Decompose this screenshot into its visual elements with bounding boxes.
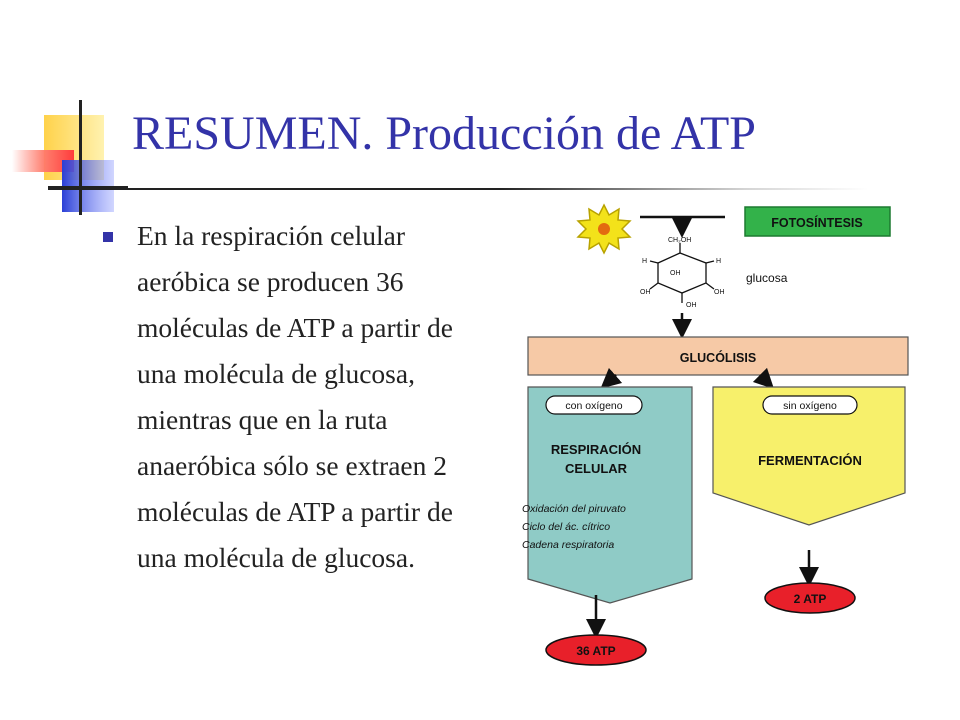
page-title: RESUMEN. Producción de ATP bbox=[132, 107, 756, 160]
arrow-to-anaerobic bbox=[752, 367, 775, 390]
atp-2-label: 2 ATP bbox=[794, 592, 827, 606]
glycolysis-label: GLUCÓLISIS bbox=[680, 350, 756, 365]
decorative-corner-blocks bbox=[12, 100, 128, 215]
bullet-text: En la respiración celular aeróbica se pr… bbox=[137, 220, 453, 573]
glucose-label: glucosa bbox=[746, 271, 788, 285]
arrow-to-aerobic bbox=[600, 367, 623, 389]
glucose-molecule bbox=[649, 243, 715, 303]
sin-oxigeno-pill bbox=[762, 395, 858, 415]
photosynthesis-label: FOTOSÍNTESIS bbox=[771, 215, 862, 230]
title-underline bbox=[48, 188, 868, 190]
sun-icon bbox=[576, 203, 632, 255]
ring-oh-mid: OH bbox=[670, 270, 681, 277]
bullet-marker bbox=[103, 232, 113, 242]
aerobic-step: Ciclo del ác. cítrico bbox=[522, 521, 610, 533]
respiracion-title-line2: CELULAR bbox=[565, 461, 628, 476]
sin-oxigeno-label: sin oxígeno bbox=[783, 400, 837, 412]
aerobic-box bbox=[527, 386, 693, 604]
con-oxigeno-label: con oxígeno bbox=[565, 400, 622, 412]
atp-2-oval bbox=[764, 582, 856, 614]
fermentacion-title: FERMENTACIÓN bbox=[758, 453, 862, 468]
ring-oh-right: OH bbox=[714, 289, 725, 296]
aerobic-step: Cadena respiratoria bbox=[522, 539, 614, 551]
vertical-rule bbox=[79, 100, 82, 215]
ring-ch2oh: CH₂OH bbox=[668, 237, 691, 244]
ring-h-left: H bbox=[642, 258, 647, 265]
horizontal-rule bbox=[48, 186, 128, 188]
ring-oh-bottom: OH bbox=[686, 302, 697, 309]
con-oxigeno-pill bbox=[545, 395, 643, 415]
anaerobic-box bbox=[712, 386, 906, 526]
atp-36-oval bbox=[545, 634, 647, 666]
ring-oh-left: OH bbox=[640, 289, 651, 296]
red-bar bbox=[12, 150, 74, 172]
atp-diagram: FOTOSÍNTESIS CH₂OH H OH OH H OH OH gluco… bbox=[522, 203, 909, 666]
aerobic-step: Oxidación del piruvato bbox=[522, 503, 626, 515]
glycolysis-bar bbox=[527, 336, 909, 376]
photosynthesis-box bbox=[744, 206, 891, 237]
ring-h-right: H bbox=[716, 258, 721, 265]
atp-36-label: 36 ATP bbox=[576, 644, 615, 658]
respiracion-title-line1: RESPIRACIÓN bbox=[551, 442, 641, 457]
